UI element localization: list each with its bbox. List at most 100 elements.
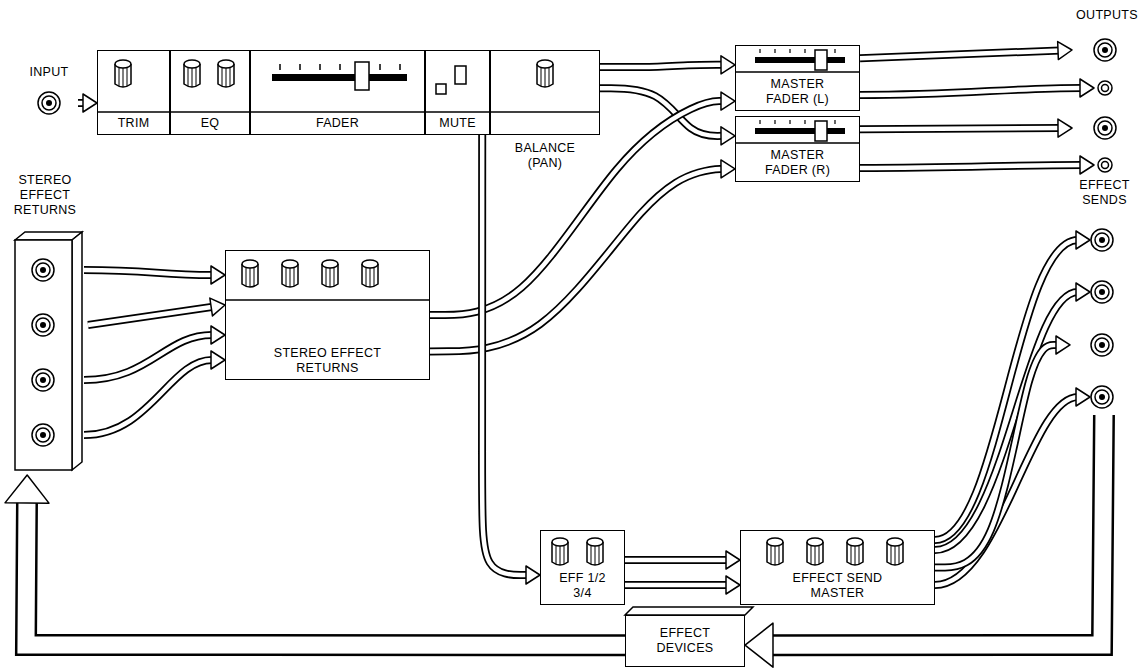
fader-slot — [755, 128, 845, 134]
arrow-core — [860, 128, 1060, 129]
arrow-head — [211, 266, 225, 284]
arrow-head — [745, 623, 773, 667]
wire-outline — [860, 165, 1082, 168]
signal-wire — [625, 576, 740, 594]
output-rca — [1098, 81, 1112, 95]
wire-core — [84, 360, 212, 435]
send-jack — [1091, 229, 1113, 251]
wire-outline — [84, 335, 212, 380]
master-fader: MASTER FADER (R) — [735, 116, 860, 182]
device-top — [625, 607, 753, 615]
signal-wire — [860, 79, 1094, 97]
arrow-outline — [482, 135, 528, 575]
fader-handle — [355, 62, 369, 90]
jack-group: OUTPUTS — [1072, 5, 1139, 180]
arrow-outline — [935, 345, 1058, 568]
return-knob — [362, 260, 378, 287]
output-jack — [1094, 117, 1116, 139]
arrow-core — [860, 50, 1060, 58]
wire-outline — [84, 270, 212, 275]
box-surface — [225, 299, 430, 301]
signal-arrow — [860, 119, 1072, 137]
strip-surface — [97, 111, 600, 113]
signal-arrow — [935, 336, 1070, 568]
return-jack — [32, 369, 54, 391]
fader-scale — [280, 64, 400, 70]
return-jack — [32, 259, 54, 281]
strip-section: MUTE — [425, 50, 490, 135]
eq-knob — [218, 60, 234, 87]
arrow-outline — [600, 65, 723, 67]
master-fader: MASTER FADER (L) — [735, 45, 860, 111]
arrow-head — [721, 92, 735, 110]
box-label: INPUT — [30, 65, 69, 80]
jack-group: EFFECT SENDS — [1070, 175, 1139, 415]
box-label: TRIM — [118, 116, 150, 131]
strip-section: EQ — [170, 50, 250, 135]
arrow-outline — [860, 50, 1060, 58]
signal-arrow — [430, 160, 735, 352]
send-box: EFF 1/2 3/4 — [540, 530, 625, 605]
eq-knob — [184, 60, 200, 87]
signal-arrow — [482, 135, 540, 584]
box-label: MASTER FADER (R) — [758, 148, 838, 178]
arrow-core — [600, 65, 723, 67]
arrow-head — [1056, 336, 1070, 354]
signal-wire — [860, 156, 1094, 174]
send-knob — [587, 538, 603, 565]
arrow-core — [430, 101, 723, 315]
box-label: FADER — [316, 116, 359, 131]
arrow-head — [1076, 231, 1090, 249]
arrow-core — [935, 345, 1058, 568]
signal-arrow — [600, 56, 735, 74]
arrow-outline — [625, 556, 728, 564]
box-label: EQ — [201, 116, 220, 131]
arrow-outline — [26, 499, 625, 645]
arrow-core — [430, 169, 723, 352]
signal-arrow — [600, 88, 735, 145]
arrow-head — [1080, 156, 1094, 174]
master-knob — [887, 538, 903, 565]
arrow-head — [1058, 42, 1072, 60]
pan-knob — [537, 60, 553, 87]
signal-wire — [84, 326, 225, 380]
return-jack — [32, 424, 54, 446]
return-panel — [15, 240, 72, 470]
wire-outline — [625, 581, 727, 589]
fader-surface — [735, 72, 860, 143]
arrow-head — [721, 160, 735, 178]
send-jack — [1091, 334, 1113, 356]
signal-arrow — [625, 551, 740, 569]
return-knob — [282, 260, 298, 287]
signal-arrow — [860, 42, 1072, 60]
strip-section: BALANCE (PAN) — [490, 50, 600, 135]
arrow-head — [721, 127, 735, 145]
arrow-core — [88, 307, 213, 325]
box-label: EFFECT SEND MASTER — [788, 571, 888, 601]
send-knob — [552, 538, 568, 565]
mute-switch — [455, 66, 466, 84]
box-label: EFF 1/2 3/4 — [553, 571, 613, 601]
arrow-core — [482, 135, 528, 575]
signal-arrow — [88, 298, 225, 325]
signal-arrow — [5, 475, 625, 645]
signal-wire — [935, 283, 1090, 550]
send-master-box: EFFECT SEND MASTER — [740, 530, 935, 605]
strip-section: FADER — [250, 50, 425, 135]
master-knob — [847, 538, 863, 565]
box-label: MUTE — [439, 116, 476, 131]
arrow-head — [726, 551, 740, 569]
wire-outline — [860, 88, 1082, 95]
arrow-head — [210, 298, 225, 316]
return-knob — [242, 260, 258, 287]
panel-top — [15, 232, 82, 240]
output-rca — [1098, 158, 1112, 172]
arrow-outline — [430, 101, 723, 315]
input-jack: INPUT — [20, 62, 78, 120]
arrow-outline — [88, 307, 213, 325]
wire-core — [860, 165, 1082, 168]
box-label: OUTPUTS — [1076, 8, 1138, 23]
wire-outline — [84, 360, 212, 435]
